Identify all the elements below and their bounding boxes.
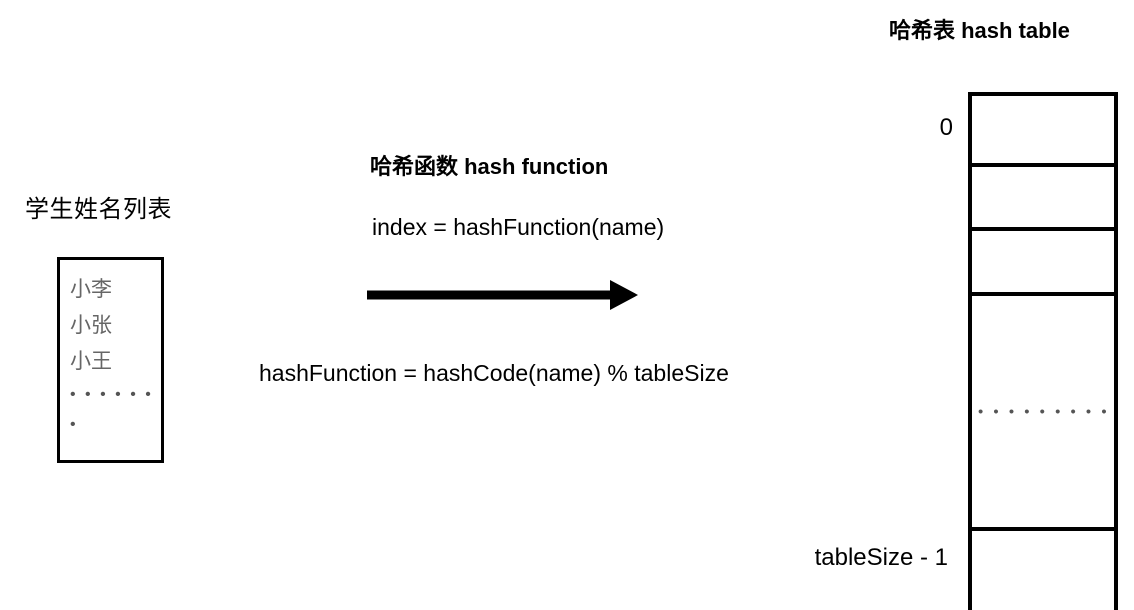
hash-table-cell[interactable]: [972, 167, 1114, 231]
hash-table-last-index-label: tableSize - 1: [814, 544, 948, 571]
hash-table-cell[interactable]: [972, 96, 1114, 167]
hash-function-title: 哈希函数 hash function: [370, 154, 609, 179]
hash-table-box: • • • • • • • • •: [968, 92, 1118, 610]
student-list-title: 学生姓名列表: [25, 196, 172, 223]
right-arrow-icon: [367, 280, 638, 310]
list-item: 小李: [70, 278, 112, 301]
hash-table-title: 哈希表 hash table: [889, 18, 1070, 43]
hash-table-cell[interactable]: • • • • • • • • •: [972, 296, 1114, 531]
hash-table-cell-ellipsis: • • • • • • • • •: [978, 403, 1110, 420]
student-list-box: [57, 257, 164, 463]
hash-formula-text: hashFunction = hashCode(name) % tableSiz…: [259, 360, 729, 386]
list-ellipsis: • • • • • • •: [70, 386, 154, 433]
hash-table-first-index-label: 0: [939, 114, 953, 141]
hash-table-cell[interactable]: [972, 231, 1114, 296]
list-item: 小张: [70, 314, 112, 337]
index-formula-text: index = hashFunction(name): [372, 214, 665, 240]
list-item: 小王: [70, 350, 112, 373]
student-list-entries: 小李 小张 小王 • • • • • • •: [70, 272, 160, 440]
hash-table-cell[interactable]: [972, 531, 1114, 610]
